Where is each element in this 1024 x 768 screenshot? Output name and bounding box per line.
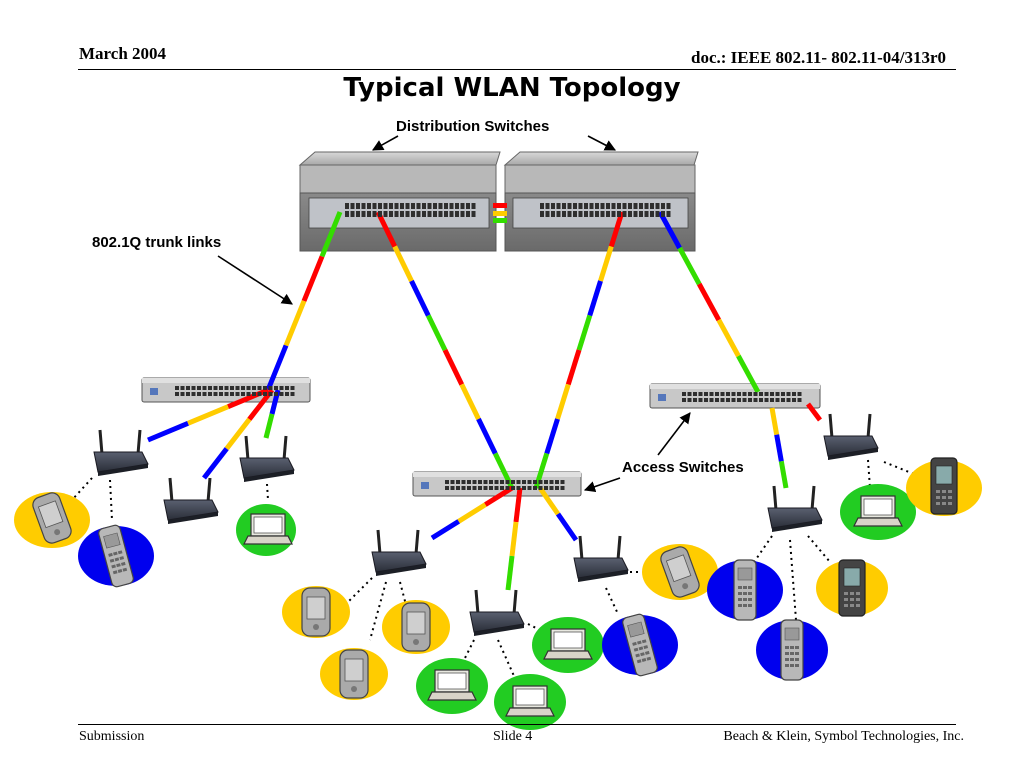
footer-authors: Beach & Klein, Symbol Technologies, Inc. bbox=[723, 729, 964, 744]
vlan-link-segment bbox=[484, 485, 514, 507]
footer-rule bbox=[78, 724, 956, 725]
vlan-link-segment bbox=[442, 348, 464, 386]
vlan-link-segment bbox=[608, 211, 625, 248]
vlan-link-segment bbox=[778, 460, 789, 489]
switch-ports bbox=[175, 386, 295, 396]
access-switches-label: Access Switches bbox=[622, 459, 744, 476]
switch-ports bbox=[345, 203, 476, 217]
scanner-icon bbox=[930, 457, 958, 515]
access-point-icon bbox=[92, 428, 150, 478]
vlan-link-segment bbox=[430, 519, 460, 541]
switch-ports bbox=[682, 392, 802, 402]
distribution-switches-label: Distribution Switches bbox=[396, 118, 550, 135]
phone-icon bbox=[780, 619, 804, 681]
access-upper-arrow bbox=[657, 412, 691, 456]
slide-title: Typical WLAN Topology bbox=[343, 73, 681, 103]
vlan-link-segment bbox=[283, 300, 307, 347]
pda-icon bbox=[301, 587, 331, 637]
vlan-link-segment bbox=[806, 402, 822, 422]
footer-slide-number: Slide 4 bbox=[493, 729, 533, 744]
inter-switch-link bbox=[493, 203, 507, 223]
scanner-icon bbox=[838, 559, 866, 617]
client-devices bbox=[14, 457, 982, 730]
vlan-link-segment bbox=[457, 502, 487, 524]
trunk-arrow bbox=[217, 255, 293, 305]
vlan-link-segment bbox=[426, 314, 448, 352]
switch-ports bbox=[445, 480, 565, 490]
vlan-link-segment bbox=[716, 318, 741, 358]
footer-left: Submission bbox=[79, 729, 145, 744]
vlan-link-segment bbox=[769, 407, 780, 436]
laptop-icon bbox=[853, 495, 903, 527]
vlan-link-segment bbox=[598, 245, 614, 282]
vlan-link-segment bbox=[476, 417, 498, 455]
vlan-link-segment bbox=[505, 555, 515, 591]
vlan-link-segment bbox=[263, 413, 275, 439]
header-doc-id: doc.: IEEE 802.11- 802.11-04/313r0 bbox=[690, 48, 946, 67]
switch-ports bbox=[540, 203, 671, 217]
laptop-icon bbox=[505, 685, 555, 717]
phone-icon bbox=[733, 559, 757, 621]
vlan-link-segment bbox=[555, 512, 579, 542]
distribution-right-arrow bbox=[587, 135, 616, 151]
vlan-link-segment bbox=[301, 255, 325, 302]
vlan-link-segment bbox=[774, 434, 784, 462]
vlan-link-segment bbox=[513, 487, 523, 523]
vlan-link-segment bbox=[533, 452, 550, 489]
vlan-link-segment bbox=[657, 210, 682, 250]
access-point-icon bbox=[162, 476, 220, 526]
access-point-icon bbox=[572, 534, 630, 584]
trunk-links-label: 802.1Q trunk links bbox=[92, 234, 222, 251]
vlan-link-segment bbox=[247, 388, 274, 421]
access-point-icon bbox=[370, 528, 428, 578]
access-point-icon bbox=[238, 434, 296, 484]
header-rule bbox=[78, 69, 956, 70]
vlan-link-segment bbox=[147, 421, 189, 443]
laptop-icon bbox=[427, 669, 477, 701]
vlan-link-segment bbox=[459, 383, 481, 421]
distribution-left-arrow bbox=[372, 135, 399, 151]
vlan-link-segment bbox=[509, 521, 519, 557]
vlan-link-segment bbox=[202, 447, 229, 480]
vlan-link-segment bbox=[736, 354, 761, 394]
vlan-link-segment bbox=[537, 486, 561, 516]
laptop-icon bbox=[543, 628, 593, 660]
vlan-link-segment bbox=[187, 404, 229, 426]
pda-icon bbox=[401, 602, 431, 652]
vlan-link-segment bbox=[375, 210, 397, 248]
access-lower-arrow bbox=[583, 477, 621, 493]
distribution-switch bbox=[503, 151, 699, 252]
access-point-icon bbox=[766, 484, 824, 534]
vlan-link-segment bbox=[555, 383, 571, 420]
vlan-link-segment bbox=[265, 344, 289, 391]
vlan-link-segment bbox=[319, 211, 343, 258]
wireless-associations bbox=[71, 459, 915, 677]
access-point-icon bbox=[468, 588, 526, 638]
vlan-link-segment bbox=[697, 282, 721, 322]
vlan-link-segment bbox=[544, 418, 560, 455]
vlan-link-segment bbox=[392, 245, 414, 283]
header-date: March 2004 bbox=[79, 44, 167, 63]
vlan-link-segment bbox=[587, 280, 603, 317]
vlan-link-segment bbox=[576, 314, 593, 351]
vlan-link-segment bbox=[677, 246, 702, 286]
vlan-link-segment bbox=[409, 279, 431, 317]
laptop-icon bbox=[243, 513, 293, 545]
access-point-icon bbox=[822, 412, 880, 462]
pda-icon bbox=[339, 649, 369, 699]
vlan-links bbox=[147, 210, 822, 591]
vlan-link-segment bbox=[565, 349, 582, 386]
vlan-link-segment bbox=[224, 417, 252, 451]
